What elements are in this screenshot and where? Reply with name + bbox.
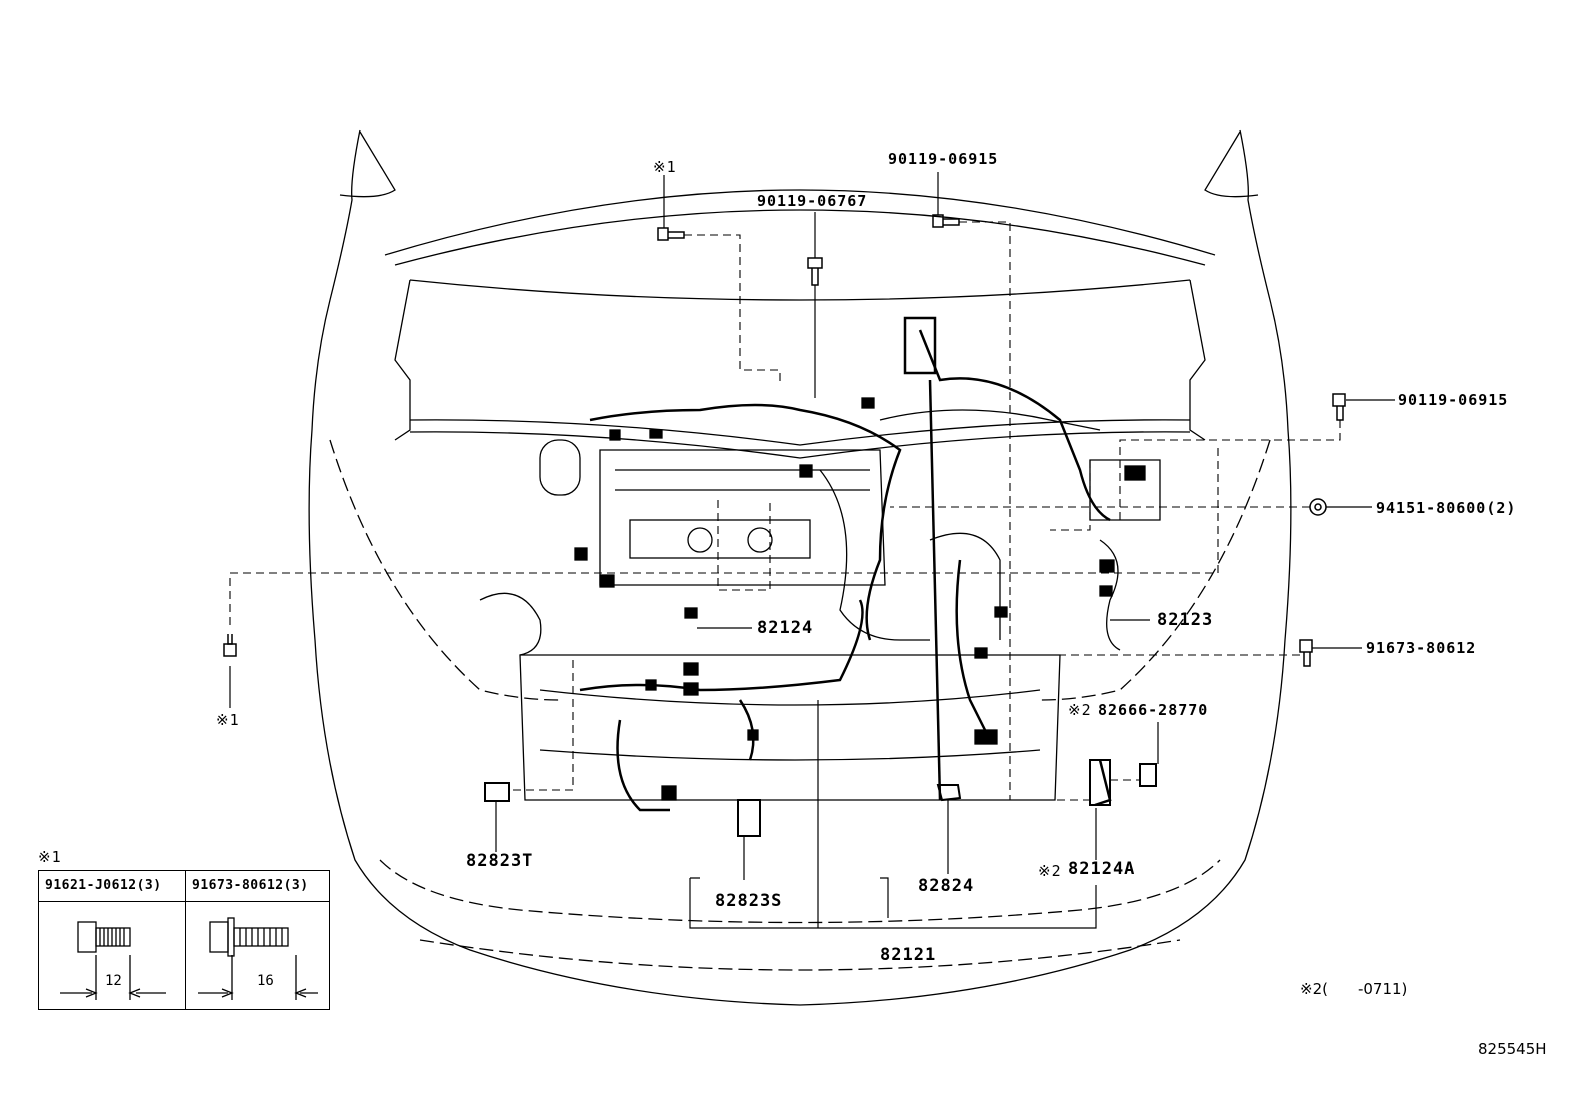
- part-label-82123: 82123: [1157, 610, 1214, 630]
- part-label-82823S: 82823S: [715, 891, 783, 911]
- bolt-icon: [657, 227, 685, 241]
- dashed-leaders: [229, 221, 1341, 801]
- note-mark-2-82124A: ※2: [1038, 862, 1062, 880]
- spec-table-title: ※1: [38, 848, 62, 866]
- bolt-icon: [1332, 393, 1346, 421]
- spec-length-1: 12: [105, 973, 122, 989]
- spec-part-1: 91621-J0612(3): [45, 878, 162, 893]
- diagram-id-code: 825545H: [1478, 1040, 1547, 1058]
- spec-bolt-drawings: [60, 917, 318, 1000]
- part-label-90119-06767: 90119-06767: [757, 192, 868, 210]
- bolt-icon: [1299, 639, 1313, 667]
- part-label-82824: 82824: [918, 876, 975, 896]
- nut-icon: [1309, 498, 1327, 516]
- spec-part-2: 91673-80612(3): [192, 878, 309, 893]
- part-label-82124: 82124: [757, 618, 814, 638]
- part-label-91673-80612: 91673-80612: [1366, 639, 1477, 657]
- part-label-82666-28770: 82666-28770: [1098, 701, 1209, 719]
- footnote-range: ※2( -0711): [1300, 980, 1408, 998]
- part-label-82823T: 82823T: [466, 851, 534, 871]
- spec-length-2: 16: [257, 973, 274, 989]
- part-label-82121: 82121: [880, 945, 937, 965]
- spec-table-header: [39, 871, 329, 902]
- connectors: [484, 316, 1157, 837]
- note-mark-1-left: ※1: [216, 711, 240, 729]
- car-body-outline: [308, 129, 1292, 1006]
- solid-leaders: [229, 172, 1395, 929]
- engine-block: [479, 409, 1161, 656]
- bolt-icon: [223, 634, 237, 657]
- spec-table: 91621-J0612(3) 91673-80612(3) 12 16: [38, 870, 330, 1010]
- part-label-90119-06915-top: 90119-06915: [888, 150, 999, 168]
- bolt-icon: [807, 257, 823, 286]
- note-mark-1-top: ※1: [653, 158, 677, 176]
- part-label-82124A: 82124A: [1068, 859, 1136, 879]
- spec-table-divider: [185, 871, 186, 1009]
- wire-harness: [579, 329, 1112, 812]
- part-label-90119-06915-right: 90119-06915: [1398, 391, 1509, 409]
- note-mark-2-clip: ※2: [1068, 701, 1092, 719]
- part-label-94151-80600: 94151-80600(2): [1376, 499, 1517, 517]
